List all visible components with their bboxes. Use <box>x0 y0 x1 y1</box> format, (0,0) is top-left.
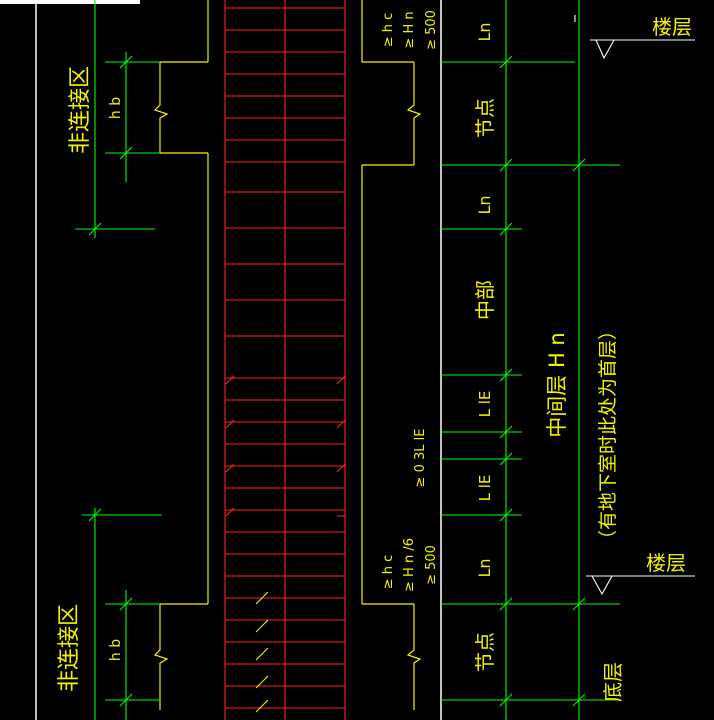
ge-hn6-bottom-label: ≥ H n /6 <box>402 538 417 592</box>
hb-label-bottom: h b <box>108 639 124 661</box>
ln-label-1: Ln <box>475 22 494 41</box>
top-edge-band <box>0 0 140 4</box>
ge-500-top-label: ≥ 500 <box>424 10 439 50</box>
node-label-bottom: 节点 <box>473 632 497 672</box>
middle-label: 中部 <box>473 280 497 320</box>
non-splice-zone-label-bottom: 非连接区 <box>57 604 82 692</box>
splice-ticks <box>255 591 269 713</box>
ge-03le-label: ≥ 0 3L lE <box>413 429 428 488</box>
hb-label-top: h b <box>108 97 124 119</box>
left-column-outline <box>153 0 209 710</box>
lle-label-1: L lE <box>476 391 494 418</box>
lle-label-2: L lE <box>476 475 494 502</box>
node-label-top: 节点 <box>473 98 497 138</box>
floor-label-top: 楼层 <box>652 15 692 39</box>
dimension-lines <box>75 0 695 720</box>
ge-hc-top-label: ≥ h c <box>381 13 396 48</box>
right-column-outline <box>361 0 422 710</box>
outline-lines <box>35 0 442 720</box>
ge-500-bottom-label: ≥ 500 <box>424 545 439 585</box>
basement-note-label: （有地下室时此处为首层） <box>597 321 619 549</box>
mid-floor-hn-label: 中间层 H n <box>545 332 569 437</box>
bottom-floor-label: 底层 <box>601 662 625 702</box>
ge-hc-bottom-label: ≥ h c <box>381 555 396 590</box>
floor-label-bottom: 楼层 <box>646 551 686 575</box>
ln-label-3: Ln <box>475 558 494 577</box>
non-splice-zone-label-top: 非连接区 <box>68 66 93 154</box>
rebar-cage <box>224 0 346 720</box>
ln-label-2: Ln <box>475 195 494 214</box>
ge-hn-top-label: ≥ H n <box>402 11 417 48</box>
